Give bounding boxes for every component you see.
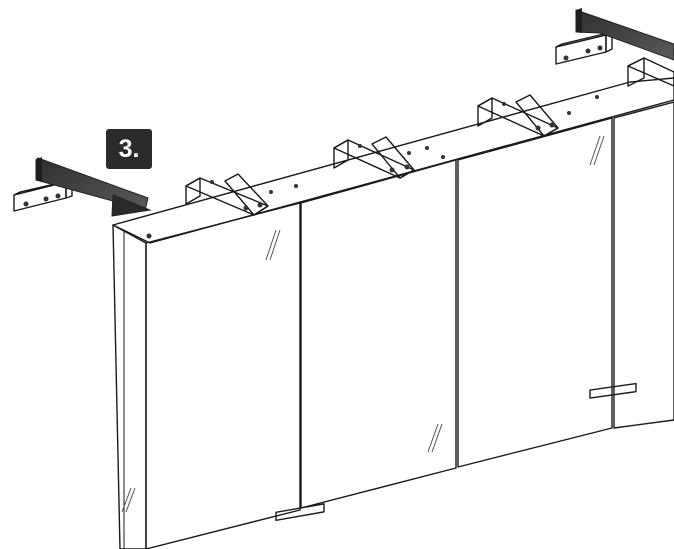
- cabinet-left-side: [112, 224, 147, 549]
- cabinet-door-3: [457, 117, 613, 468]
- top-panel-holes: [146, 95, 599, 239]
- door-handles: [275, 382, 637, 522]
- mounting-bracket-icon: [333, 136, 415, 179]
- cabinet-door-1: [145, 202, 301, 549]
- direction-arrow-icon: [575, 8, 674, 61]
- mounting-bracket-icon: [185, 173, 269, 216]
- mirror-glare-marks: [121, 135, 605, 513]
- cabinet-door-4: [613, 101, 674, 429]
- wall-plate-right: [555, 31, 613, 65]
- direction-arrow-icon: [35, 157, 152, 217]
- mounting-bracket-icon: [477, 94, 559, 137]
- mounting-bracket-icon: [627, 57, 674, 87]
- cabinet-door-2: [300, 159, 457, 509]
- cabinet-top-panel: [112, 77, 674, 244]
- step-number-badge: 3.: [106, 129, 152, 169]
